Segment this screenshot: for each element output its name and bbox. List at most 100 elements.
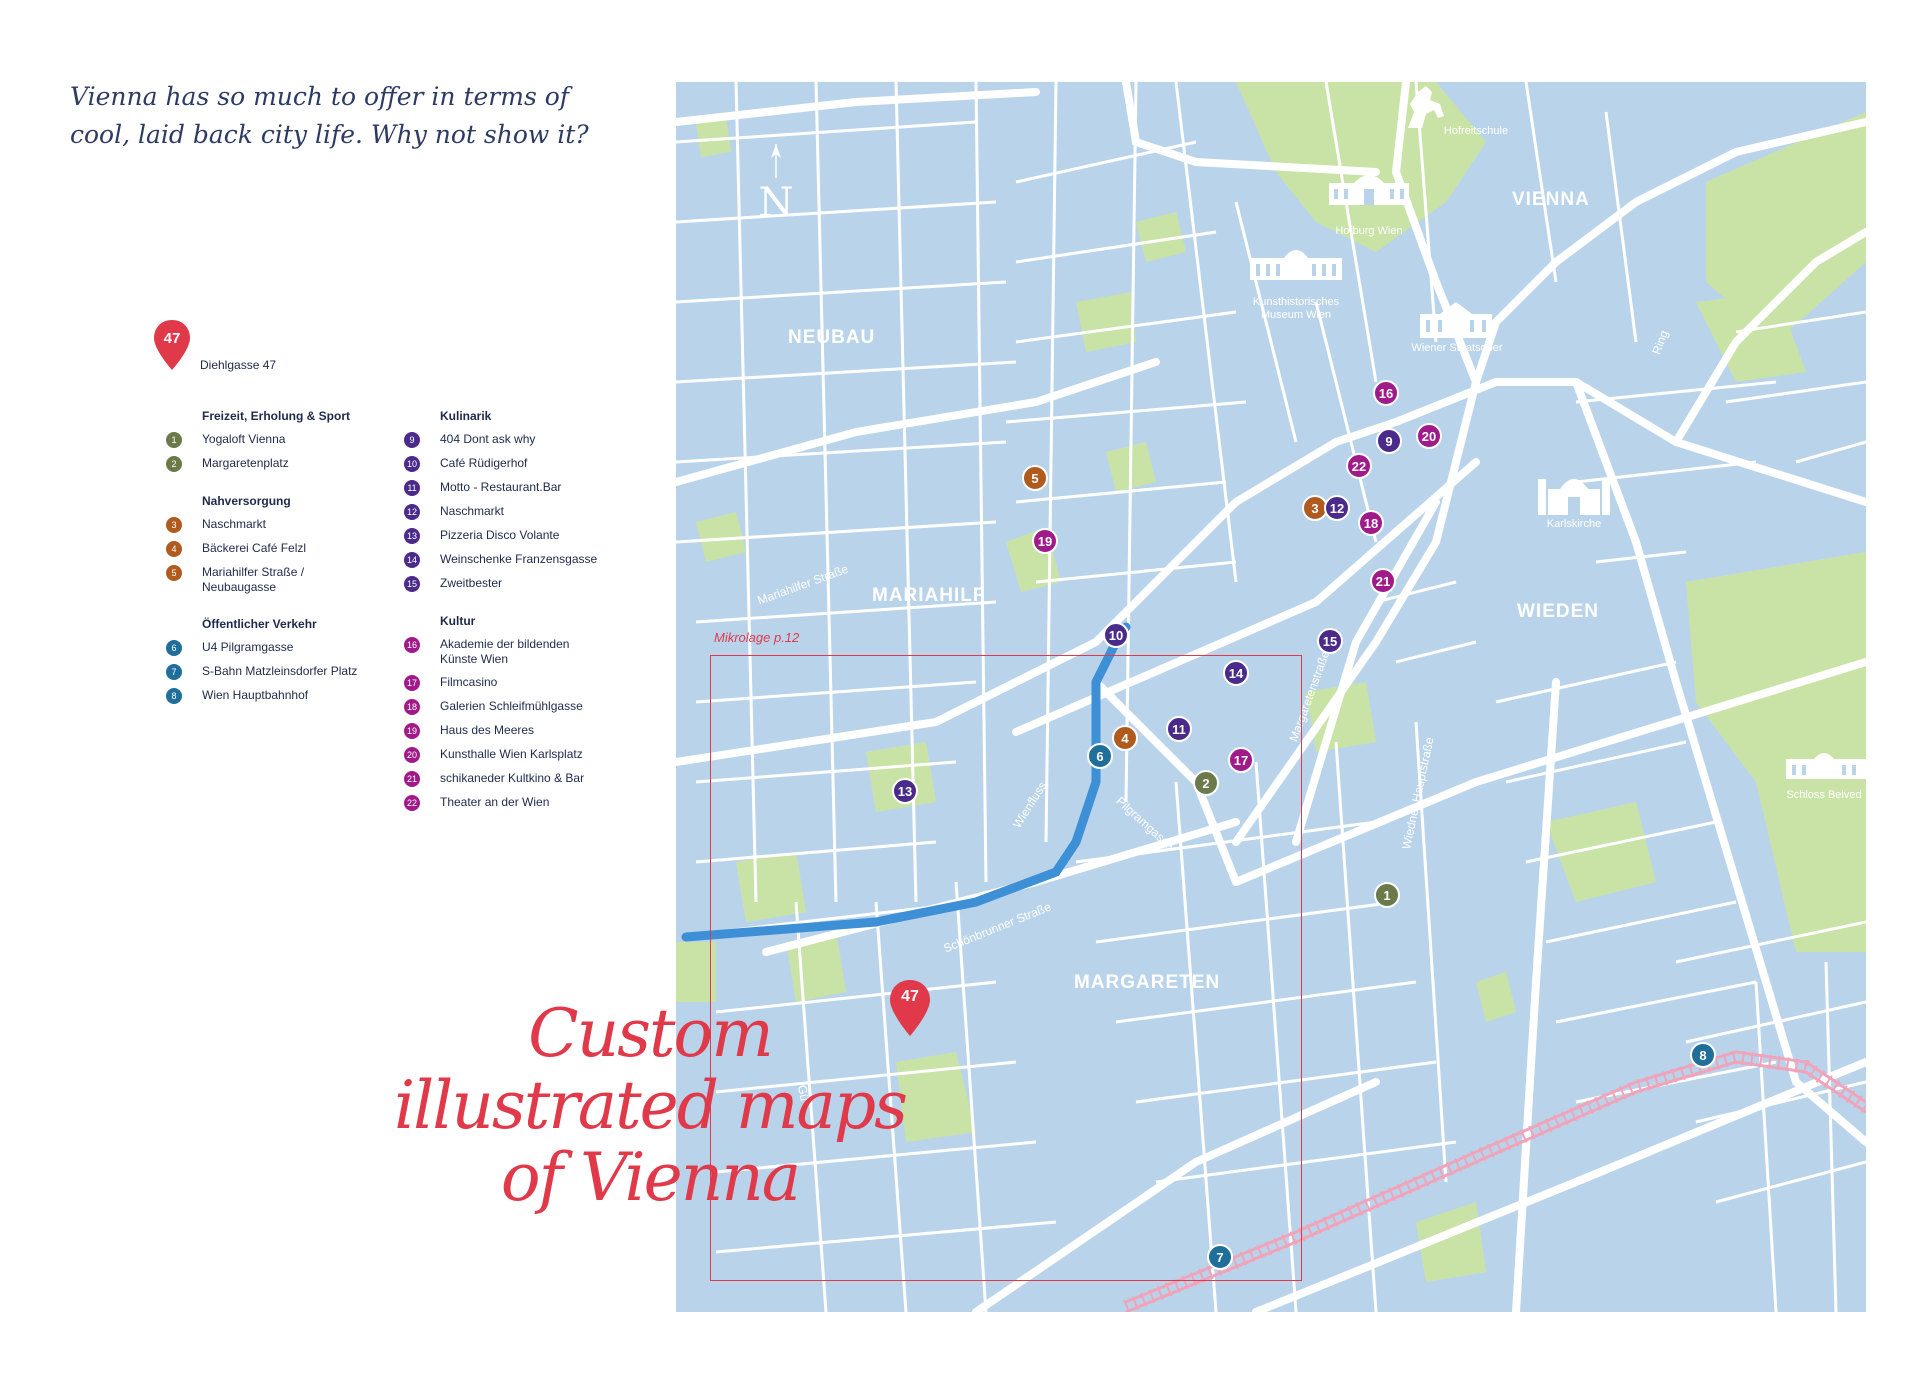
legend-item: 5 Mariahilfer Straße / Neubaugasse — [166, 565, 396, 595]
legend-category: Öffentlicher Verkehr — [202, 617, 317, 631]
landmark-label: Hofreitschule — [1443, 125, 1509, 137]
marker-8[interactable]: 8 — [1690, 1042, 1716, 1068]
landmark-label: Karlskirche — [1546, 518, 1602, 530]
marker-4[interactable]: 4 — [1112, 725, 1138, 751]
marker-10[interactable]: 10 — [1103, 622, 1129, 648]
church-icon — [1538, 479, 1610, 515]
landmark-label: Kunsthistorisches Museum Wien — [1252, 296, 1340, 321]
marker-6[interactable]: 6 — [1087, 743, 1113, 769]
legend-item-label: schikaneder Kultkino & Bar — [440, 771, 585, 785]
legend-dot: 1 — [166, 432, 182, 448]
compass-icon: N — [759, 144, 794, 224]
horse-icon — [1408, 86, 1444, 128]
marker-9[interactable]: 9 — [1376, 428, 1402, 454]
palace-icon — [1329, 175, 1409, 205]
opera-icon — [1420, 302, 1492, 338]
legend-dot: 15 — [404, 576, 420, 592]
marker-14[interactable]: 14 — [1223, 660, 1249, 686]
mikrolage-label: Mikrolage p.12 — [714, 630, 800, 645]
legend-dot: 14 — [404, 552, 420, 568]
marker-15[interactable]: 15 — [1317, 628, 1343, 654]
home-pin-number: 47 — [901, 988, 919, 1005]
parks — [676, 82, 1866, 1282]
city-map[interactable]: N NEUBAU MARIAHILF MARGARETEN WIEDEN VIE… — [676, 82, 1866, 1312]
legend-item-label: Galerien Schleifmühlgasse — [440, 699, 583, 713]
legend-item-label: U4 Pilgramgasse — [202, 640, 294, 654]
legend-item-label: Café Rüdigerhof — [440, 456, 528, 470]
marker-5[interactable]: 5 — [1022, 465, 1048, 491]
legend-item: 1 Yogaloft Vienna — [166, 432, 396, 448]
railway — [1123, 1049, 1866, 1312]
marker-18[interactable]: 18 — [1358, 510, 1384, 536]
legend-item-label: Yogaloft Vienna — [202, 432, 286, 446]
marker-13[interactable]: 13 — [892, 778, 918, 804]
legend-item-label: Mariahilfer Straße / Neubaugasse — [202, 565, 305, 594]
marker-2[interactable]: 2 — [1193, 770, 1219, 796]
marker-19[interactable]: 19 — [1032, 528, 1058, 554]
legend-item-label: Wien Hauptbahnhof — [202, 688, 309, 702]
marker-21[interactable]: 21 — [1370, 568, 1396, 594]
headline-line: Custom — [528, 995, 774, 1072]
home-pin[interactable]: 47 — [888, 978, 932, 1038]
district-margareten: MARGARETEN — [1074, 972, 1221, 993]
legend-dot: 12 — [404, 504, 420, 520]
marker-20[interactable]: 20 — [1416, 423, 1442, 449]
legend-item-label: Motto - Restaurant.Bar — [440, 480, 562, 494]
legend-item-label: S-Bahn Matzleinsdorfer Platz — [202, 664, 358, 678]
legend-dot: 17 — [404, 675, 420, 691]
marker-16[interactable]: 16 — [1373, 380, 1399, 406]
marker-12[interactable]: 12 — [1324, 495, 1350, 521]
district-neubau: NEUBAU — [788, 327, 876, 348]
legend-dot: 9 — [404, 432, 420, 448]
district-wieden: WIEDEN — [1517, 601, 1599, 622]
legend-dot: 22 — [404, 795, 420, 811]
legend-item: 15 Zweitbester — [404, 576, 634, 592]
legend-item-label: Theater an der Wien — [440, 795, 550, 809]
district-mariahilf: MARIAHILF — [872, 585, 986, 606]
legend-item-label: Zweitbester — [440, 576, 503, 590]
legend-dot: 3 — [166, 517, 182, 533]
legend-dot: 19 — [404, 723, 420, 739]
marker-1[interactable]: 1 — [1374, 882, 1400, 908]
legend-category: Kultur — [440, 614, 476, 628]
map-canvas — [676, 82, 1866, 1312]
legend-pin-number: 47 — [164, 330, 181, 347]
legend-dot: 5 — [166, 565, 182, 581]
legend-dot: 7 — [166, 664, 182, 680]
marker-11[interactable]: 11 — [1166, 716, 1192, 742]
district-vienna: VIENNA — [1512, 189, 1590, 210]
legend-dot: 2 — [166, 456, 182, 472]
headline-line: of Vienna — [500, 1139, 801, 1216]
marker-17[interactable]: 17 — [1228, 747, 1254, 773]
marker-7[interactable]: 7 — [1207, 1244, 1233, 1270]
legend-item: 12 Naschmarkt — [404, 504, 634, 520]
legend-dot: 21 — [404, 771, 420, 787]
home-pin-icon: 47 — [154, 320, 190, 370]
legend-dot: 18 — [404, 699, 420, 715]
legend-item-label: Naschmarkt — [440, 504, 505, 518]
legend-dot: 16 — [404, 637, 420, 653]
legend-home-label: Diehlgasse 47 — [200, 358, 277, 372]
marker-22[interactable]: 22 — [1346, 453, 1372, 479]
minor-roads — [676, 82, 1866, 1312]
legend-item-label: Pizzeria Disco Volante — [440, 528, 560, 542]
landmark-label: Schloss Belved — [1786, 789, 1862, 801]
legend-item-label: Margaretenplatz — [202, 456, 289, 470]
legend-dot: 20 — [404, 747, 420, 763]
marker-3[interactable]: 3 — [1302, 495, 1328, 521]
legend-item: 22 Theater an der Wien — [404, 795, 634, 811]
legend-dot: 11 — [404, 480, 420, 496]
legend-item: 2 Margaretenplatz — [166, 456, 396, 472]
tagline: Vienna has so much to offer in terms of … — [70, 82, 589, 149]
